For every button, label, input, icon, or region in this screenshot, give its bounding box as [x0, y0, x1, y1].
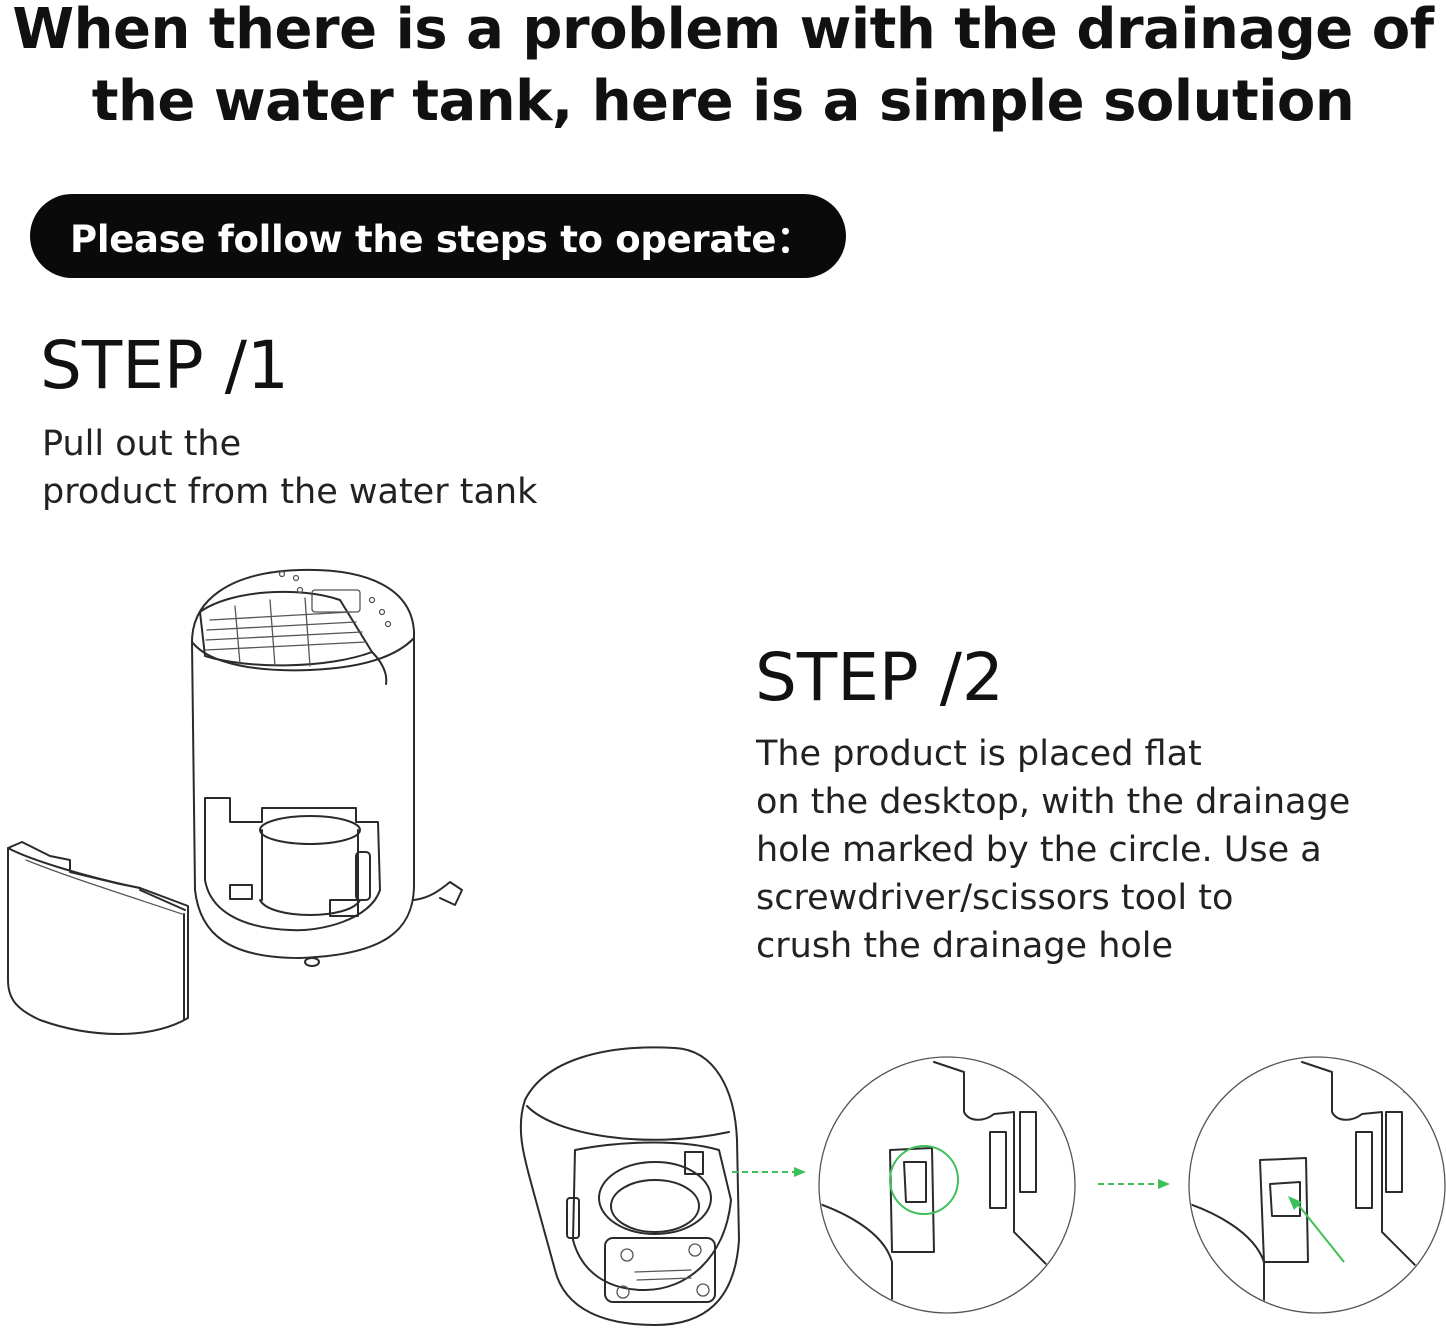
step-1-line: product from the water tank — [42, 472, 538, 512]
step-2-title: STEP /2 — [755, 639, 1004, 716]
headline-line-1: When there is a problem with the drainag… — [12, 0, 1434, 62]
instructions-banner: Please follow the steps to operate： — [30, 194, 846, 278]
dehumidifier-with-tank-removed-illustration — [7, 568, 463, 1035]
step-2-line: on the desktop, with the drainage — [756, 782, 1351, 822]
step-1-description: Pull out the product from the water tank — [42, 420, 537, 516]
step-1-line: Pull out the — [42, 424, 242, 464]
step-1-title: STEP /1 — [40, 327, 289, 404]
step-2-line: crush the drainage hole — [756, 926, 1174, 966]
drainage-hole-circle-zoom-illustration — [818, 1056, 1076, 1314]
step-2-line: The product is placed flat — [756, 734, 1202, 774]
step-2-line: screwdriver/scissors tool to — [756, 878, 1234, 918]
arrow-to-zoom-2 — [1098, 1179, 1170, 1189]
step-2-description: The product is placed flat on the deskto… — [756, 730, 1350, 970]
headline: When there is a problem with the drainag… — [0, 0, 1446, 138]
instructions-banner-label: Please follow the steps to operate： — [70, 218, 813, 261]
headline-line-2: the water tank, here is a simple solutio… — [91, 69, 1355, 134]
drainage-hole-crushed-zoom-illustration — [1188, 1056, 1446, 1314]
dehumidifier-upside-down-illustration — [519, 1046, 740, 1326]
arrow-to-zoom-1 — [732, 1167, 806, 1177]
step-2-line: hole marked by the circle. Use a — [756, 830, 1322, 870]
